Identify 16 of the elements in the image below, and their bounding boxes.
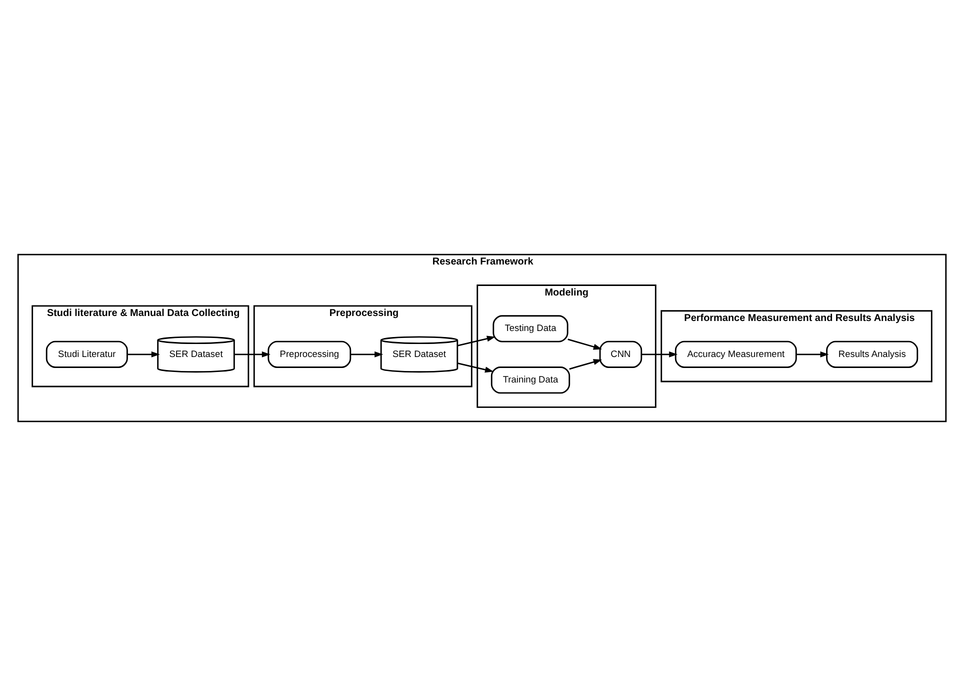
node-box: Preprocessing <box>268 340 352 368</box>
node-box: Training Data <box>490 366 570 394</box>
arrow <box>796 350 829 357</box>
arrow <box>127 350 160 357</box>
node-box: Results Analysis <box>826 340 918 368</box>
arrow <box>568 338 602 350</box>
arrow <box>569 358 602 370</box>
arrow <box>642 350 678 357</box>
node-box: Testing Data <box>492 314 568 342</box>
arrow <box>350 350 384 357</box>
arrow <box>457 362 494 372</box>
node-box: CNN <box>599 340 642 368</box>
arrow <box>457 335 496 346</box>
arrow <box>234 350 270 357</box>
node-box: Studi Literatur <box>46 340 128 368</box>
node-box: Accuracy Measurement <box>674 340 797 368</box>
